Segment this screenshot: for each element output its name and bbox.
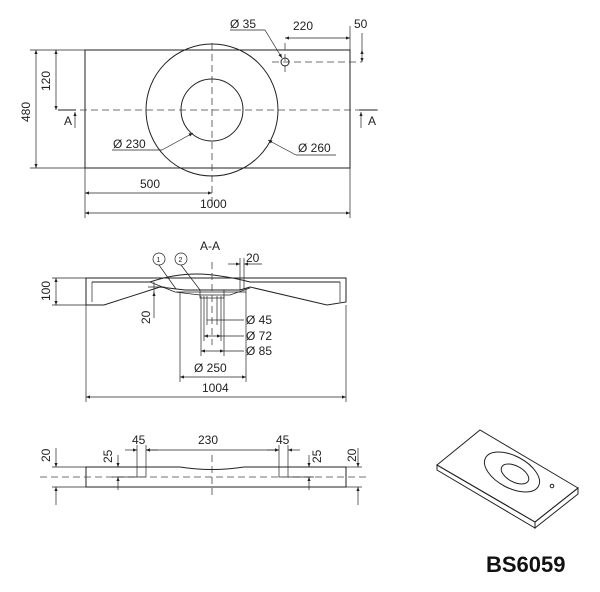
iso-side-face: [534, 486, 579, 530]
svg-text:2: 2: [179, 257, 183, 264]
side-view: 20 25 45 230 45 25 20: [39, 433, 370, 505]
dim-center-from-left: 500: [140, 177, 160, 191]
svg-text:1: 1: [157, 257, 161, 264]
dim-thickness: 20: [139, 310, 153, 324]
dim-d85: Ø 85: [246, 344, 272, 358]
section-label: A-A: [200, 239, 220, 253]
section-mark-right: A: [368, 114, 376, 128]
dim-left-25: 25: [101, 449, 115, 463]
iso-front-face: [436, 464, 536, 529]
dim-total-width: 1000: [200, 197, 227, 211]
section-mark-left: A: [64, 114, 72, 128]
section-view: A-A 1 2 20 100 20: [39, 239, 347, 402]
dim-right-25: 25: [310, 449, 324, 463]
side-body: [85, 466, 347, 488]
dim-d250: Ø 250: [194, 361, 227, 375]
dim-bowl-outer: Ø 260: [298, 141, 331, 155]
dim-depth: 480: [19, 102, 33, 122]
dim-tap-offset: 50: [354, 17, 368, 31]
dim-d45: Ø 45: [246, 313, 272, 327]
left-support: [136, 466, 147, 478]
isometric-view: [436, 429, 579, 530]
dim-bowl-inner: Ø 230: [113, 137, 146, 151]
dim-center-230: 230: [198, 433, 218, 447]
model-code: BS6059: [486, 552, 566, 577]
dim-right-20: 20: [345, 448, 359, 462]
iso-tap-hole: [549, 483, 555, 489]
top-view: A A Ø 35 220 50 120 480 Ø 230 Ø 260: [19, 17, 378, 218]
iso-top-face: [436, 429, 579, 523]
dim-tap-diameter: Ø 35: [230, 17, 256, 31]
dim-right-45: 45: [276, 433, 290, 447]
dim-section-total-width: 1004: [202, 381, 229, 395]
dim-left-20: 20: [39, 448, 53, 462]
iso-bowl-inner: [500, 463, 530, 485]
basin-outline-top: [84, 49, 351, 169]
iso-bowl-outer: [483, 451, 541, 493]
dim-left-45: 45: [132, 433, 146, 447]
dim-top-to-center: 120: [39, 71, 53, 91]
right-support: [278, 466, 289, 478]
dim-top-offset: 20: [246, 251, 260, 265]
dim-tap-from-edge: 220: [293, 19, 313, 33]
dim-d72: Ø 72: [246, 329, 272, 343]
dim-height: 100: [39, 281, 53, 301]
